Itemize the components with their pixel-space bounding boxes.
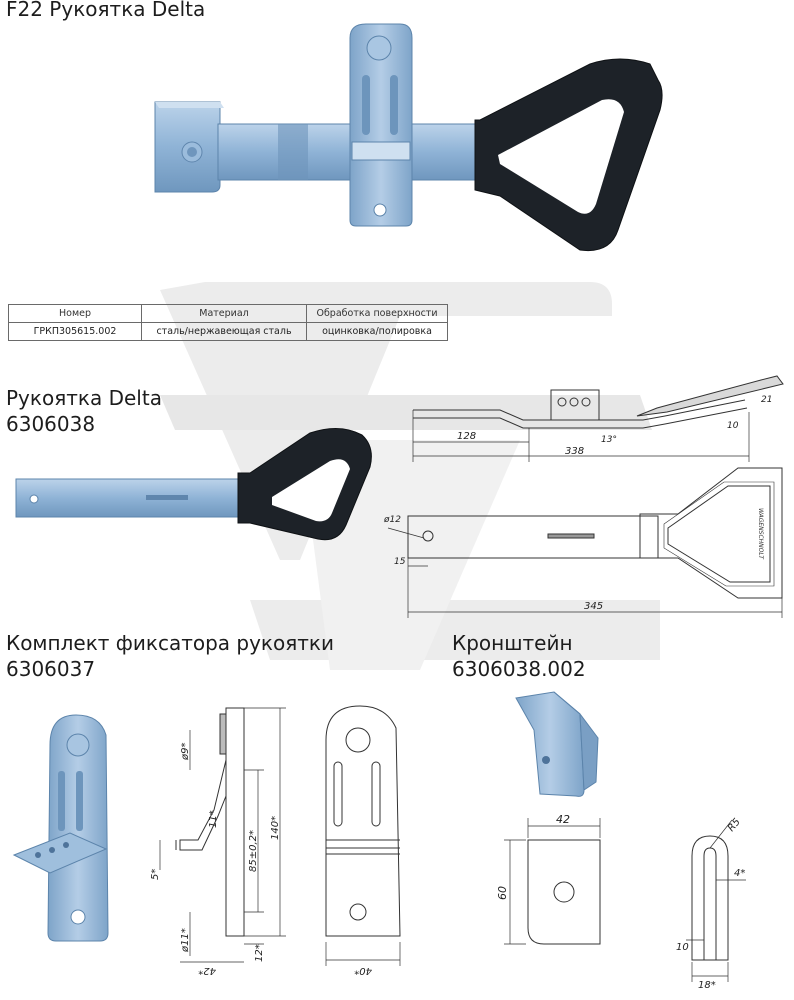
- handle-marking: WAGENSCHNOLT: [757, 508, 764, 560]
- title-f22: F22 Рукоятка Delta: [6, 0, 206, 21]
- f22-handle-render: [154, 23, 663, 252]
- kit-render: [12, 714, 109, 942]
- dim-bracket-r5: R5: [726, 817, 743, 834]
- dim-kit-85: 85±0,2*: [248, 830, 259, 872]
- title-bracket: Кронштейн: [452, 631, 573, 655]
- dim-bracket-18: 18*: [698, 980, 716, 990]
- dim-kit-dia11: ø11*: [180, 928, 191, 953]
- table-header-material: Материал: [141, 304, 307, 323]
- delta-handle-render: [15, 428, 372, 541]
- delta-top-drawing: ø12 15 345 WAGENSCHNOLT: [383, 467, 783, 618]
- dim-kit-42: 42*: [198, 965, 216, 976]
- title-delta-code: 6306038: [6, 412, 96, 436]
- kit-front-drawing: 40*: [325, 705, 401, 976]
- dim-kit-5: 5*: [150, 869, 161, 880]
- dim-kit-140: 140*: [270, 816, 281, 840]
- dim-kit-11: 11*: [208, 810, 219, 828]
- dim-bracket-60: 60: [496, 886, 509, 900]
- dim-kit-40: 40*: [354, 965, 372, 976]
- dim-21: 21: [761, 395, 772, 405]
- dim-338: 338: [565, 446, 584, 457]
- dim-13deg: 13°: [601, 435, 617, 445]
- title-kit-code: 6306037: [6, 657, 96, 681]
- title-kit: Комплект фиксатора рукоятки: [6, 631, 335, 655]
- dim-bracket-42: 42: [556, 813, 570, 826]
- table-cell-number: ГРКП305615.002: [8, 322, 142, 341]
- table-cell-finish: оцинковка/полировка: [306, 322, 448, 341]
- kit-side-drawing: ø9* 11* 5* 85±0,2* 140* ø11* 12* 42*: [150, 707, 286, 976]
- dim-bracket-10: 10: [676, 942, 689, 953]
- dim-10: 10: [727, 421, 739, 431]
- spec-table: Номер Материал Обработка поверхности ГРК…: [8, 304, 448, 341]
- table-header-finish: Обработка поверхности: [306, 304, 448, 323]
- dim-128: 128: [457, 431, 476, 442]
- dim-15: 15: [394, 557, 406, 567]
- dim-kit-12: 12*: [254, 944, 265, 962]
- dim-bracket-4: 4*: [734, 868, 745, 879]
- table-cell-material: сталь/нержавеющая сталь: [141, 322, 307, 341]
- dim-dia12: ø12: [383, 515, 401, 525]
- table-header-number: Номер: [8, 304, 142, 323]
- delta-side-drawing: 128 338 21 10 13°: [412, 375, 784, 462]
- title-bracket-code: 6306038.002: [452, 657, 586, 681]
- title-delta: Рукоятка Delta: [6, 386, 162, 410]
- dim-345: 345: [584, 601, 603, 612]
- bracket-render: [515, 691, 599, 797]
- dim-kit-dia9: ø9*: [180, 743, 191, 761]
- bracket-side-drawing: R5 4* 10 18*: [676, 817, 746, 990]
- bracket-front-drawing: 42 60: [496, 813, 601, 945]
